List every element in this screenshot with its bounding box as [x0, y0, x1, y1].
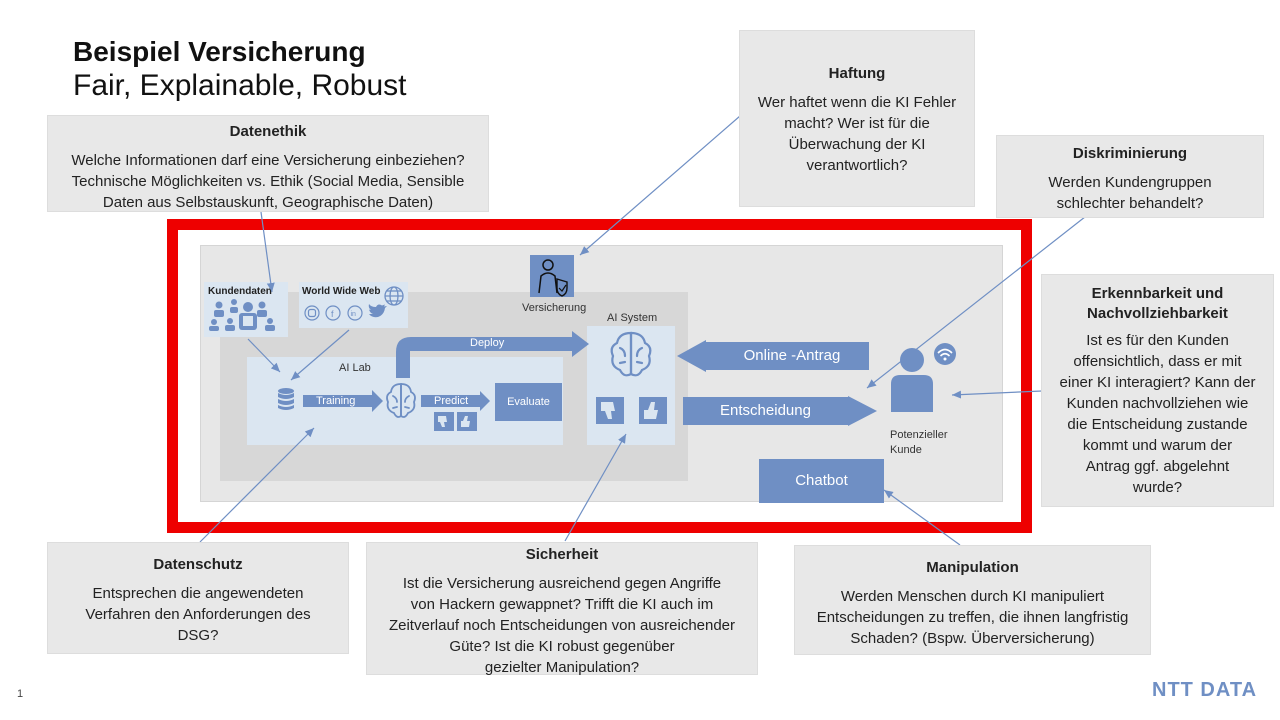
callout-datenethik-body: Welche Informationen darf eine Versicher…: [71, 152, 465, 211]
social-icons: f in: [304, 305, 363, 321]
thumbs-down-icon: [596, 397, 624, 424]
slide-subtitle: Fair, Explainable, Robust: [73, 69, 407, 102]
callout-datenschutz-head: Datenschutz: [153, 556, 243, 573]
svg-text:in: in: [351, 311, 357, 318]
deploy-arrow: [396, 331, 589, 378]
chatbot-box: [759, 459, 884, 503]
thumbs-icons-lab: [434, 412, 477, 431]
callout-sicherheit-body: Ist die Versicherung ausreichend gegen A…: [388, 575, 736, 676]
connector-haftung: [579, 115, 741, 256]
callout-diskriminierung: Diskriminierung Werden Kundengruppen sch…: [996, 135, 1264, 218]
online-antrag-label: Online -Antrag: [743, 347, 841, 364]
callout-manipulation: Manipulation Werden Menschen durch KI ma…: [794, 545, 1151, 655]
callout-datenethik-head: Datenethik: [229, 123, 307, 140]
connector-erkennbarkeit: [951, 390, 1043, 399]
entscheidung-arrow: [683, 396, 877, 426]
potenzieller-kunde-label: Potenzieller Kunde: [890, 429, 948, 456]
connector-datenethik: [260, 211, 275, 293]
training-label: Training: [316, 395, 356, 407]
callout-erkennbarkeit-body: Ist es für den Kunden offensichtlich, da…: [1059, 332, 1256, 496]
callout-haftung: Haftung Wer haftet wenn die KI Fehler ma…: [739, 30, 975, 207]
ai-scope-frame: [167, 219, 1032, 533]
connector-sicherheit: [564, 433, 627, 542]
ai-lab-label: AI Lab: [339, 362, 371, 374]
ntt-data-logo: NTT DATA: [1152, 679, 1258, 701]
svg-text:f: f: [331, 309, 334, 319]
people-icon: [209, 299, 275, 331]
twitter-icon: [368, 304, 387, 318]
evaluate-label: Evaluate: [507, 396, 550, 408]
connector-kundendaten-db: [247, 338, 281, 373]
training-arrow: [303, 390, 383, 412]
wifi-icon: [934, 343, 956, 365]
deploy-label: Deploy: [470, 337, 505, 349]
evaluate-box: [495, 383, 562, 421]
globe-icon: [384, 286, 404, 306]
entscheidung-label: Entscheidung: [720, 402, 811, 419]
person-icon: [891, 348, 933, 412]
online-antrag-arrow: [677, 340, 869, 372]
callout-datenschutz: Datenschutz Entsprechen die angewendeten…: [47, 542, 349, 654]
insurance-agent-icon: [530, 255, 574, 297]
callout-erkennbarkeit: Erkennbarkeit und Nachvollziehbarkeit Is…: [1041, 274, 1274, 507]
callout-sicherheit-head: Sicherheit: [525, 546, 599, 563]
predict-label: Predict: [434, 395, 469, 407]
page-number: 1: [17, 688, 24, 700]
versicherung-label: Versicherung: [522, 302, 587, 314]
callout-datenethik: Datenethik Welche Informationen darf ein…: [47, 115, 489, 212]
brain-icon: [386, 383, 416, 418]
ai-system-label: AI System: [607, 312, 658, 324]
brain-icon-ai-system: [610, 331, 652, 377]
connector-datenschutz: [199, 427, 315, 543]
thumbs-up-icon: [639, 397, 667, 424]
callout-sicherheit: Sicherheit Ist die Versicherung ausreich…: [366, 542, 758, 676]
database-icon: [278, 388, 294, 410]
callout-diskriminierung-head: Diskriminierung: [1072, 145, 1188, 162]
callout-datenschutz-body: Entsprechen die angewendeten Verfahren d…: [85, 585, 311, 644]
callout-manipulation-body: Werden Menschen durch KI manipuliert Ent…: [816, 588, 1129, 647]
predict-arrow: [421, 391, 490, 411]
connector-www-db: [290, 329, 350, 381]
chatbot-label: Chatbot: [795, 472, 848, 489]
slide-title: Beispiel Versicherung: [73, 36, 366, 67]
callout-manipulation-head: Manipulation: [926, 559, 1019, 576]
callout-erkennbarkeit-head: Erkennbarkeit und Nachvollziehbarkeit: [1087, 285, 1228, 322]
callout-haftung-body: Wer haftet wenn die KI Fehler macht? Wer…: [757, 94, 957, 174]
callout-diskriminierung-body: Werden Kundengruppen schlechter behandel…: [1048, 174, 1212, 212]
kundendaten-label: Kundendaten: [208, 286, 272, 297]
connector-manipulation: [883, 489, 961, 546]
www-label: World Wide Web: [302, 286, 381, 297]
callout-haftung-head: Haftung: [828, 65, 886, 82]
